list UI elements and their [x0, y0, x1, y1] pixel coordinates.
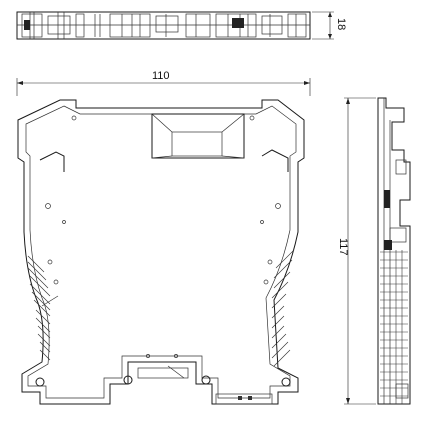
height-dimension-label: 117: [337, 238, 349, 256]
right-hatch-area: [271, 249, 295, 367]
thickness-dimension-label: 18: [335, 18, 347, 30]
top-view: 18: [16, 11, 347, 40]
side-ribs: [380, 250, 408, 404]
side-view: 117: [337, 97, 411, 405]
width-dimension-label: 110: [152, 70, 170, 82]
front-view: 110: [16, 70, 311, 405]
left-hatch-area: [27, 255, 51, 361]
